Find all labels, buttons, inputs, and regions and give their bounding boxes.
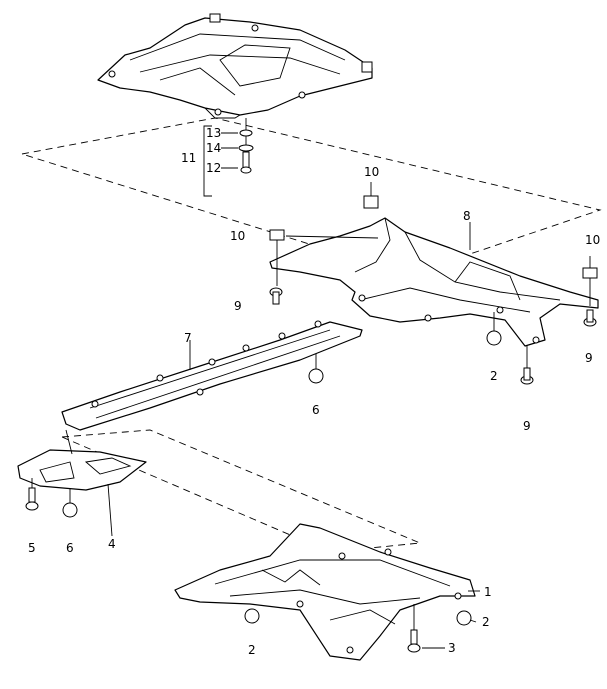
callout-10-right: 10	[585, 233, 600, 247]
part-8-shield	[269, 217, 599, 347]
top-cover-panel	[97, 13, 373, 119]
callout-12: 12	[206, 161, 221, 175]
callout-2-upper: 2	[490, 369, 498, 383]
nuts	[62, 312, 502, 518]
bolt-3	[407, 643, 421, 653]
callout-10-left: 10	[230, 229, 245, 243]
nut-2-lower-right	[456, 610, 472, 626]
stud-12	[242, 151, 250, 169]
bolts-9	[269, 287, 597, 385]
callout-6-lower: 6	[66, 541, 74, 555]
clip-10-center	[363, 195, 379, 209]
nut-6-middle	[308, 368, 324, 384]
bracket-11	[203, 125, 212, 197]
washer-14	[238, 144, 254, 152]
part-4-plate	[17, 429, 147, 511]
callout-1: 1	[484, 585, 492, 599]
washer-13	[239, 129, 253, 137]
callout-10-center: 10	[364, 165, 379, 179]
callout-2-lower-left: 2	[248, 643, 256, 657]
part-1-bottom-shield	[174, 523, 476, 661]
callout-2-lower-right: 2	[482, 615, 490, 629]
clip-10-left	[269, 229, 285, 241]
callout-8: 8	[463, 209, 471, 223]
hardware-stack-11	[203, 118, 254, 197]
part-7-rail	[61, 320, 363, 431]
callout-11: 11	[181, 151, 196, 165]
callouts: 11 13 14 12 10 8 10 10 9 7 2 9 6 9 5 6 4…	[28, 126, 600, 657]
leader-lines	[107, 222, 480, 649]
nut-2-lower-left	[244, 608, 260, 624]
bolt-5	[25, 501, 39, 511]
callout-4: 4	[108, 537, 116, 551]
callout-5: 5	[28, 541, 36, 555]
callout-7: 7	[184, 331, 192, 345]
callout-9-bottom: 9	[523, 419, 531, 433]
lower-reference-plane	[61, 429, 421, 553]
clips-10	[269, 182, 598, 306]
callout-9-right: 9	[585, 351, 593, 365]
nut-2-upper	[486, 330, 502, 346]
clip-10-right	[582, 267, 598, 279]
callout-13: 13	[206, 126, 221, 140]
callout-14: 14	[206, 141, 221, 155]
nut-6-lower	[62, 502, 78, 518]
callout-6-middle: 6	[312, 403, 320, 417]
callout-9-left: 9	[234, 299, 242, 313]
callout-3: 3	[448, 641, 456, 655]
